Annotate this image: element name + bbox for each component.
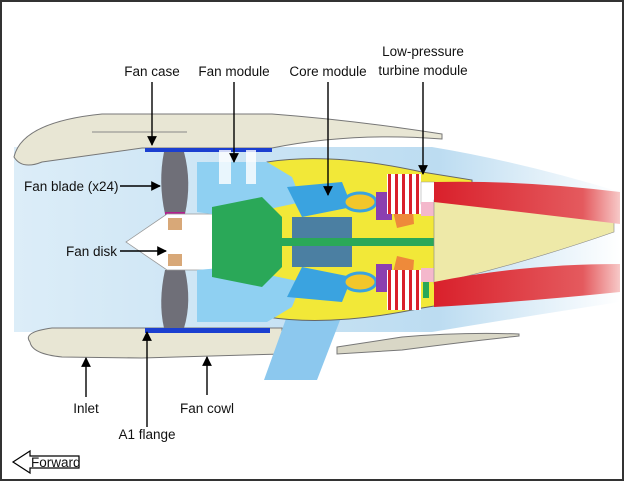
label-lpt-module-line2: turbine module	[378, 63, 467, 78]
lower-fan-case-flange	[145, 328, 270, 333]
exhaust-flow-upper	[434, 181, 620, 224]
hp-compressor-lower	[287, 267, 352, 302]
label-lpt-module-line1: Low-pressure	[382, 44, 464, 59]
fan-blade-upper	[161, 152, 189, 214]
main-shaft	[217, 238, 447, 246]
label-fan-cowl: Fan cowl	[180, 401, 234, 416]
cascade-deflector	[264, 302, 347, 380]
label-fan-module: Fan module	[198, 64, 269, 79]
label-core-module: Core module	[289, 64, 366, 79]
exhaust-flow-lower	[434, 264, 620, 307]
lp-turbine	[387, 174, 436, 310]
fan-disk-lower	[168, 254, 182, 266]
fan-blade-lower	[161, 270, 189, 328]
combustor-lower	[342, 271, 378, 293]
label-a1-flange: A1 flange	[118, 427, 175, 442]
fan-disk-upper	[168, 218, 182, 230]
label-fan-blade: Fan blade (x24)	[24, 179, 119, 194]
upper-fan-case-flange	[145, 148, 272, 152]
booster-lower	[197, 267, 302, 322]
upper-nacelle	[13, 113, 443, 166]
label-inlet: Inlet	[73, 401, 99, 416]
forward-indicator: Forward	[11, 449, 81, 475]
hp-compressor-upper	[287, 182, 352, 217]
forward-label: Forward	[31, 455, 81, 470]
label-fan-disk: Fan disk	[66, 244, 117, 259]
lower-thrust-reverser	[336, 332, 520, 355]
forward-arrow-icon	[11, 449, 80, 475]
label-fan-case: Fan case	[124, 64, 180, 79]
combustor-upper	[342, 191, 378, 213]
